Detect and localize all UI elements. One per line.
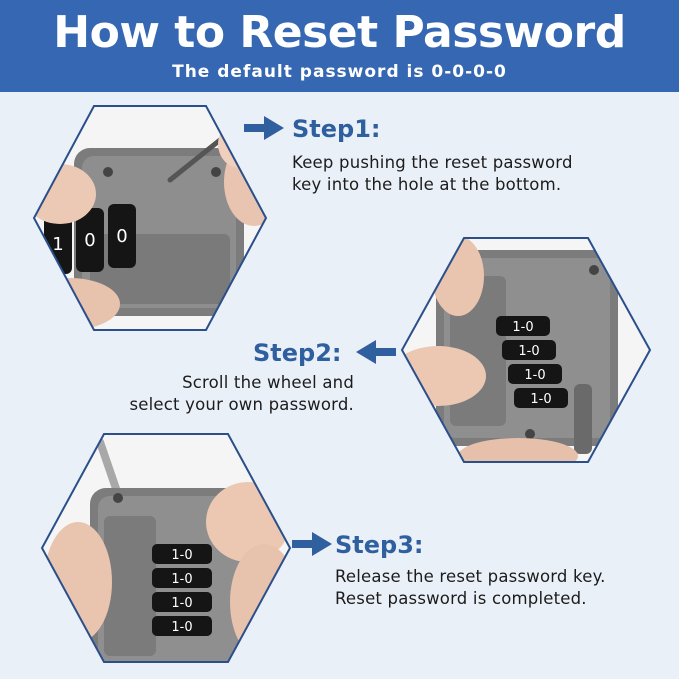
lock-digit: 1-0 [530, 392, 551, 407]
step2-line: select your own password. [129, 395, 354, 414]
arrow-left-icon [356, 340, 396, 364]
step2-line: Scroll the wheel and [182, 373, 354, 392]
lock-digit: 1-0 [512, 320, 533, 335]
step3-line: Reset password is completed. [335, 589, 587, 608]
step2-photo: 1-0 1-0 1-0 1-0 [400, 237, 652, 463]
arrow-right-icon [292, 532, 332, 556]
header-banner: How to Reset Password The default passwo… [0, 0, 679, 92]
step1-line: key into the hole at the bottom. [292, 175, 562, 194]
lock-digit: 1 [52, 234, 63, 255]
step3-title: Step3: [335, 531, 424, 559]
arrow-right-icon [244, 116, 284, 140]
lock-digit: 1-0 [171, 548, 192, 563]
step1-photo: 1 0 0 [32, 105, 268, 331]
step2-title: Step2: [253, 339, 342, 367]
lock-digit: 1-0 [518, 344, 539, 359]
step1-title: Step1: [292, 115, 381, 143]
lock-digit: 0 [116, 226, 127, 247]
lock-digit: 1-0 [524, 368, 545, 383]
page-subtitle: The default password is 0-0-0-0 [172, 62, 507, 82]
lock-digit: 1-0 [171, 596, 192, 611]
step3-description: Release the reset password key. Reset pa… [335, 566, 675, 610]
page-title: How to Reset Password [53, 7, 626, 58]
step2-description: Scroll the wheel and select your own pas… [40, 372, 354, 416]
step3-photo: 1-0 1-0 1-0 1-0 [40, 433, 292, 663]
lock-digit: 1-0 [171, 620, 192, 635]
lock-digit: 0 [84, 230, 95, 251]
lock-digit: 1-0 [171, 572, 192, 587]
step1-line: Keep pushing the reset password [292, 153, 573, 172]
step3-line: Release the reset password key. [335, 567, 606, 586]
step1-description: Keep pushing the reset password key into… [292, 152, 652, 196]
